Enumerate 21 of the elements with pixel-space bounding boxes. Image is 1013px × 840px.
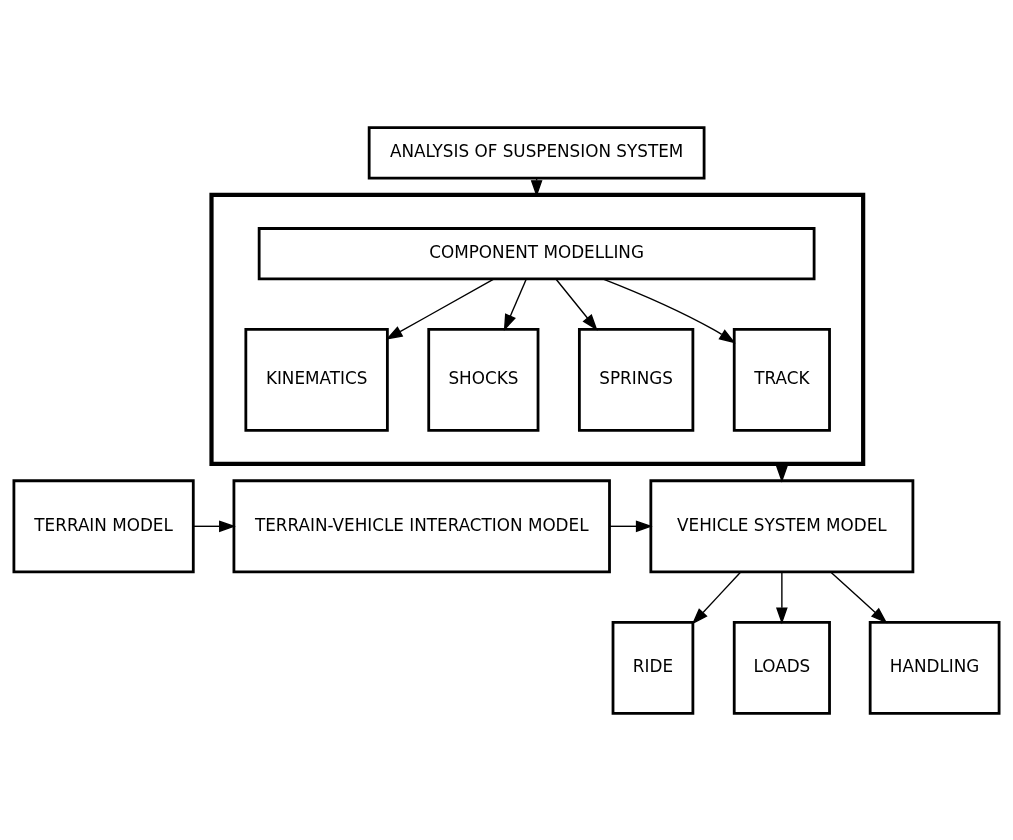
node-box: TERRAIN-VEHICLE INTERACTION MODEL xyxy=(232,478,611,573)
node-box: SHOCKS xyxy=(427,327,540,432)
arrow xyxy=(776,570,788,624)
arrow xyxy=(193,519,236,532)
node-box: SPRINGS xyxy=(577,327,695,432)
node-box: RIDE xyxy=(611,620,695,715)
arrow xyxy=(555,278,598,331)
arrow xyxy=(608,519,653,532)
node-box: VEHICLE SYSTEM MODEL xyxy=(649,478,915,573)
node-box: TRACK xyxy=(732,327,831,432)
arrow xyxy=(691,570,742,625)
arrow xyxy=(829,570,888,624)
node-box: COMPONENT MODELLING xyxy=(257,226,816,280)
node-box: HANDLING xyxy=(868,620,1001,715)
arrow xyxy=(385,278,495,340)
arrow xyxy=(602,277,736,343)
arrow xyxy=(776,465,788,483)
node-box: KINEMATICS xyxy=(244,327,389,432)
node-box: LOADS xyxy=(732,620,831,715)
arrow xyxy=(503,278,527,331)
node-box: TERRAIN MODEL xyxy=(12,478,195,573)
